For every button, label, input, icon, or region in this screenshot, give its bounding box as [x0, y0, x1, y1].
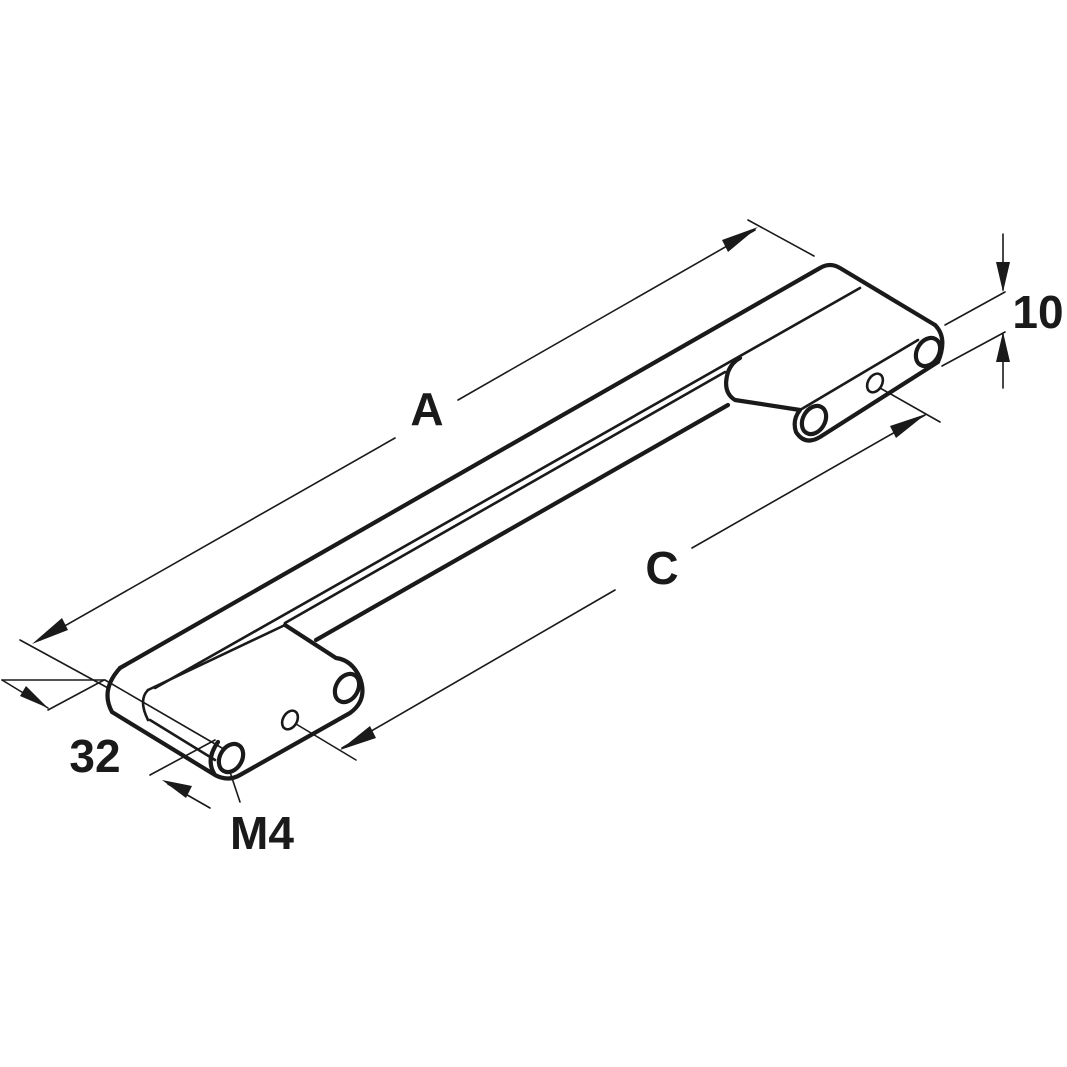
bar-mid-edge	[283, 370, 727, 625]
right-hole-mid	[865, 372, 885, 394]
right-hole-back	[913, 335, 943, 369]
dim-c-label: C	[645, 542, 678, 594]
dim-a-arrow-right	[722, 227, 758, 252]
dim-10-ext-bottom	[941, 331, 1006, 367]
right-end-block	[724, 322, 945, 443]
dimension-a: A	[19, 219, 815, 689]
dim-c-arrow-left	[340, 726, 376, 750]
dim-c-arrow-right	[890, 414, 926, 438]
dim-a-line-upper	[457, 229, 756, 401]
left-hole-front	[216, 741, 246, 775]
m4-ext-left	[149, 739, 216, 776]
dim-32-tick-top	[104, 679, 223, 749]
left-hole-mid	[280, 709, 300, 731]
left-hole-back	[332, 671, 362, 705]
dimension-c: C	[295, 387, 941, 761]
right-end-inner	[798, 338, 920, 412]
dim-c-line-lower	[341, 589, 616, 749]
dim-32-label: 32	[69, 730, 120, 782]
bar-underside	[313, 402, 731, 643]
thread-callout: M4	[149, 739, 294, 859]
dim-c-line-upper	[691, 414, 926, 549]
dim-a-line-lower	[39, 437, 396, 641]
dim-a-ext-right	[747, 219, 815, 257]
dimension-height: 10	[941, 233, 1064, 389]
m4-label: M4	[230, 807, 294, 859]
dim-10-label: 10	[1012, 286, 1063, 338]
dimension-width: 32	[1, 679, 223, 782]
left-end-top-face	[146, 623, 287, 762]
dim-32-arrow	[20, 686, 48, 708]
dim-a-arrow-left	[32, 618, 68, 644]
m4-arrow	[162, 780, 192, 798]
right-hole-front	[799, 403, 829, 437]
dim-10-ext-top	[944, 291, 1006, 326]
dim-c-ext-left	[295, 723, 357, 761]
handle-body	[105, 262, 945, 781]
dim-10-arrow-bottom	[996, 332, 1010, 362]
m4-leader	[229, 771, 241, 803]
bar-top-back-edge	[117, 262, 938, 671]
dim-32-tick-bottom	[47, 679, 105, 711]
dim-c-ext-right	[879, 387, 941, 423]
dim-a-label: A	[410, 383, 443, 435]
dim-10-arrow-top	[996, 262, 1010, 292]
